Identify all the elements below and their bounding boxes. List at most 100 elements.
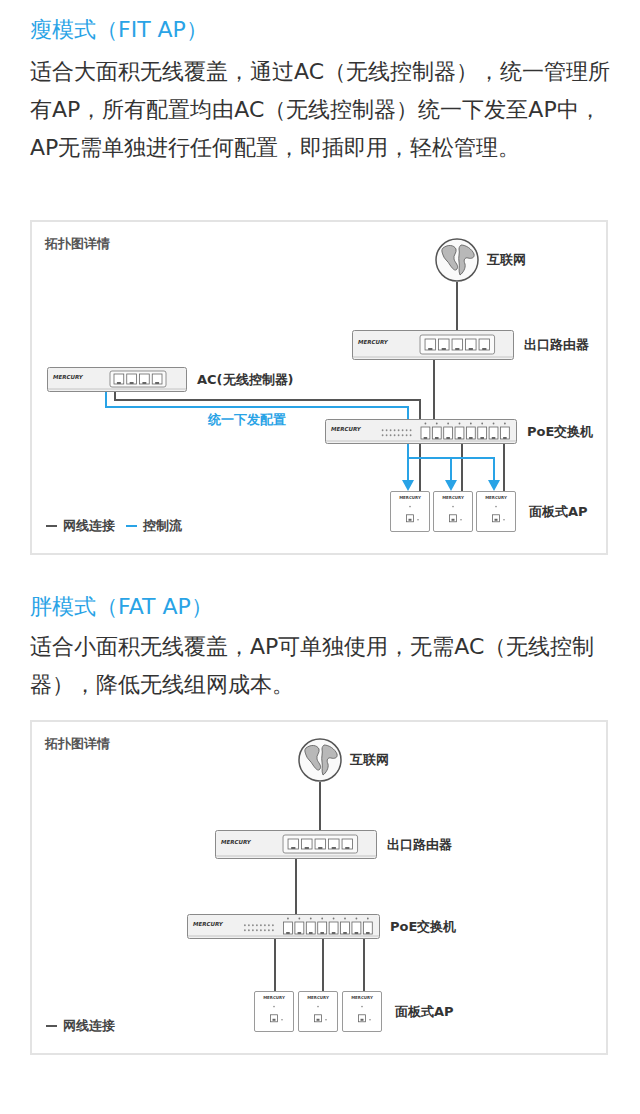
port-led: [406, 434, 408, 436]
continent: [459, 245, 474, 275]
port-latch: [309, 932, 313, 934]
legend-swatch: [46, 1018, 58, 1034]
port-led: [410, 429, 412, 431]
port-led: [402, 434, 404, 436]
brand-mark: MERCURY: [358, 339, 388, 345]
ap-socket: [271, 1015, 278, 1022]
port-led: [272, 929, 274, 931]
legend-item: 控制流: [126, 518, 182, 534]
ethernet-port: [127, 374, 137, 384]
connector-line: [433, 360, 435, 419]
network-cable: [462, 444, 463, 491]
port-led: [268, 929, 270, 931]
ap-faceplate: [434, 492, 473, 532]
ac-node: MERCURYAC(无线控制器): [47, 367, 187, 392]
ethernet-port: [152, 374, 162, 384]
device-label: 互联网: [487, 251, 526, 269]
port-led: [394, 434, 396, 436]
continent: [442, 245, 458, 270]
link-led: [287, 918, 289, 920]
ap-socket-pin: [409, 519, 412, 521]
ap-node: MERCURY: [390, 491, 430, 532]
network-cable: [323, 939, 324, 991]
port-block: [420, 335, 495, 354]
port-latch: [492, 437, 496, 439]
port-latch: [305, 847, 309, 849]
ethernet-port: [432, 427, 441, 439]
network-cable: [504, 444, 505, 491]
switch-casing: [326, 420, 517, 444]
brand-mark: MERCURY: [298, 995, 338, 1000]
port-latch: [469, 348, 473, 350]
link-led: [436, 423, 438, 425]
ethernet-port: [466, 427, 475, 439]
casing-edge: [48, 389, 186, 390]
legend-swatch: [126, 518, 138, 534]
topology-panel: 拓扑图详情互联网MERCURY出口路由器MERCURYAC(无线控制器)MERC…: [30, 220, 608, 555]
device-label: 面板式AP: [395, 1003, 454, 1021]
port-latch: [343, 932, 347, 934]
port-latch: [318, 847, 322, 849]
link-led: [447, 423, 449, 425]
port-latch: [355, 932, 359, 934]
link-led: [310, 918, 312, 920]
ap-node: MERCURY面板式AP: [476, 491, 516, 532]
ethernet-port: [466, 339, 477, 350]
connector-line: [363, 939, 365, 991]
ac-casing: [48, 368, 187, 392]
device-label: 出口路由器: [387, 836, 452, 854]
link-led: [459, 423, 461, 425]
ethernet-port: [306, 922, 315, 934]
brand-mark: MERCURY: [390, 495, 430, 500]
brand-mark: MERCURY: [53, 374, 83, 380]
ap-socket-pin: [317, 1019, 320, 1021]
port-led: [382, 429, 384, 431]
section-heading: 瘦模式（FIT AP）: [30, 15, 620, 45]
port-latch: [155, 382, 159, 384]
globe-node: 互联网: [435, 238, 479, 282]
port-led: [272, 924, 274, 926]
ethernet-port: [421, 427, 430, 439]
link-led: [344, 918, 346, 920]
description-text: 适合小面积无线覆盖，AP可单独使用，无需AC（无线控制器），降低无线组网成本。: [30, 628, 612, 704]
port-led: [260, 924, 262, 926]
reset-hole: [281, 1019, 283, 1021]
legend-item: 网线连接: [46, 1018, 115, 1034]
link-led: [367, 918, 369, 920]
status-led: [361, 1006, 363, 1008]
network-cable: [275, 939, 276, 991]
ap-socket: [359, 1015, 366, 1022]
port-led: [390, 429, 392, 431]
port-latch: [366, 932, 370, 934]
ethernet-port: [302, 839, 313, 849]
link-led: [298, 918, 300, 920]
connector-line: [503, 444, 505, 491]
legend-text: 网线连接: [63, 518, 115, 534]
ap-socket-pin: [495, 519, 498, 521]
device-label: PoE交换机: [527, 423, 593, 441]
brand-mark: MERCURY: [331, 426, 361, 432]
globe-drawing: [435, 238, 479, 282]
casing-edge: [188, 936, 379, 937]
network-cable: [420, 444, 421, 491]
status-led: [452, 506, 454, 508]
port-led: [386, 434, 388, 436]
arrow-head: [445, 480, 457, 491]
ethernet-port: [455, 427, 464, 439]
ethernet-port: [284, 922, 293, 934]
ap-socket: [407, 515, 414, 522]
brand-mark: MERCURY: [254, 995, 294, 1000]
network-cable: [457, 282, 458, 330]
link-led: [333, 918, 335, 920]
section-heading: 胖模式（FAT AP）: [30, 592, 620, 622]
brand-mark: MERCURY: [476, 495, 516, 500]
port-latch: [332, 932, 336, 934]
ap-socket-pin: [273, 1019, 276, 1021]
link-led: [504, 423, 506, 425]
port-led: [264, 924, 266, 926]
switch-node: MERCURYPoE交换机: [325, 419, 517, 444]
device-label: PoE交换机: [390, 918, 456, 936]
continent: [305, 745, 321, 770]
globe-drawing: [298, 738, 342, 782]
